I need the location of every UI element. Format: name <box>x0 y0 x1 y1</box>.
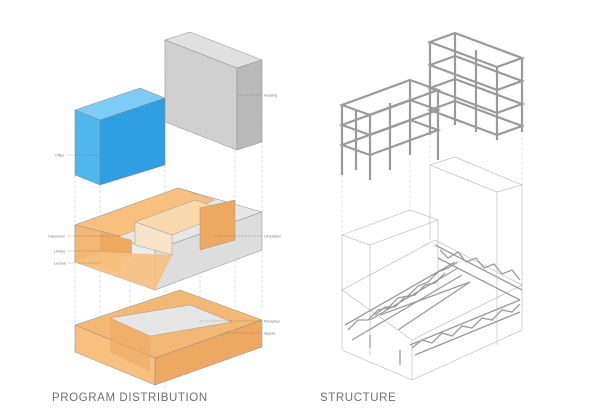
callout-lecture: Lecture <box>54 262 66 266</box>
callout-office: Office <box>55 154 64 158</box>
upper-frame-left <box>338 78 442 180</box>
callout-housing: Housing <box>264 94 277 98</box>
housing-volume <box>164 31 263 151</box>
middle-slab <box>74 187 263 291</box>
callout-leaders <box>68 94 262 334</box>
program-distribution-title: PROGRAM DISTRIBUTION <box>52 392 208 404</box>
lower-volumes <box>341 156 523 381</box>
callout-supply: Supply <box>264 332 275 336</box>
bottom-slab <box>74 289 263 386</box>
structure-title: STRUCTURE <box>320 392 397 404</box>
upper-frame-right <box>426 31 526 140</box>
program-callouts: Housing Office Classroom Library Lecture… <box>48 94 281 336</box>
callout-classroom: Classroom <box>48 235 65 239</box>
structure-guides <box>341 132 523 235</box>
callout-circulation: Circulation <box>264 235 281 239</box>
callout-library: Library <box>54 250 65 254</box>
trusses <box>344 244 523 365</box>
callout-reception: Reception <box>264 320 280 324</box>
